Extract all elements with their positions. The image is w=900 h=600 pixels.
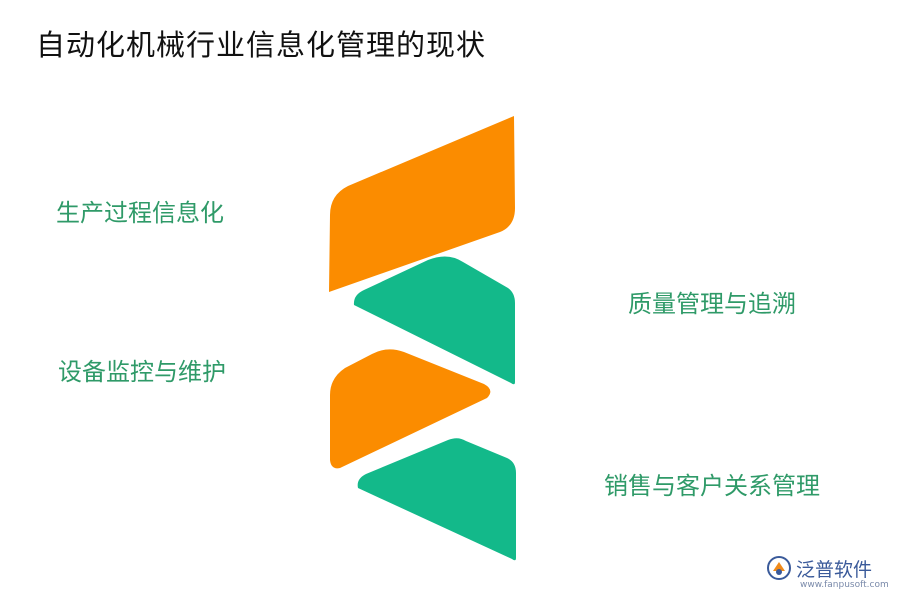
green-shape-bottom bbox=[357, 438, 516, 561]
label-sales-crm: 销售与客户关系管理 bbox=[604, 472, 820, 500]
orange-shape-bottom bbox=[330, 349, 491, 469]
brand-name: 泛普软件 bbox=[796, 559, 873, 581]
green-shape-top bbox=[353, 256, 515, 385]
label-quality-management: 质量管理与追溯 bbox=[628, 290, 796, 318]
brand-url: www.fanpusoft.com bbox=[800, 580, 889, 590]
label-equipment-monitoring: 设备监控与维护 bbox=[58, 358, 226, 386]
brand-logo: 泛普软件 www.fanpusoft.com bbox=[766, 553, 896, 597]
brand-mark-icon bbox=[767, 556, 791, 580]
page-title: 自动化机械行业信息化管理的现状 bbox=[36, 28, 487, 62]
orange-shape-top bbox=[329, 116, 515, 292]
label-production-informatization: 生产过程信息化 bbox=[56, 199, 224, 227]
